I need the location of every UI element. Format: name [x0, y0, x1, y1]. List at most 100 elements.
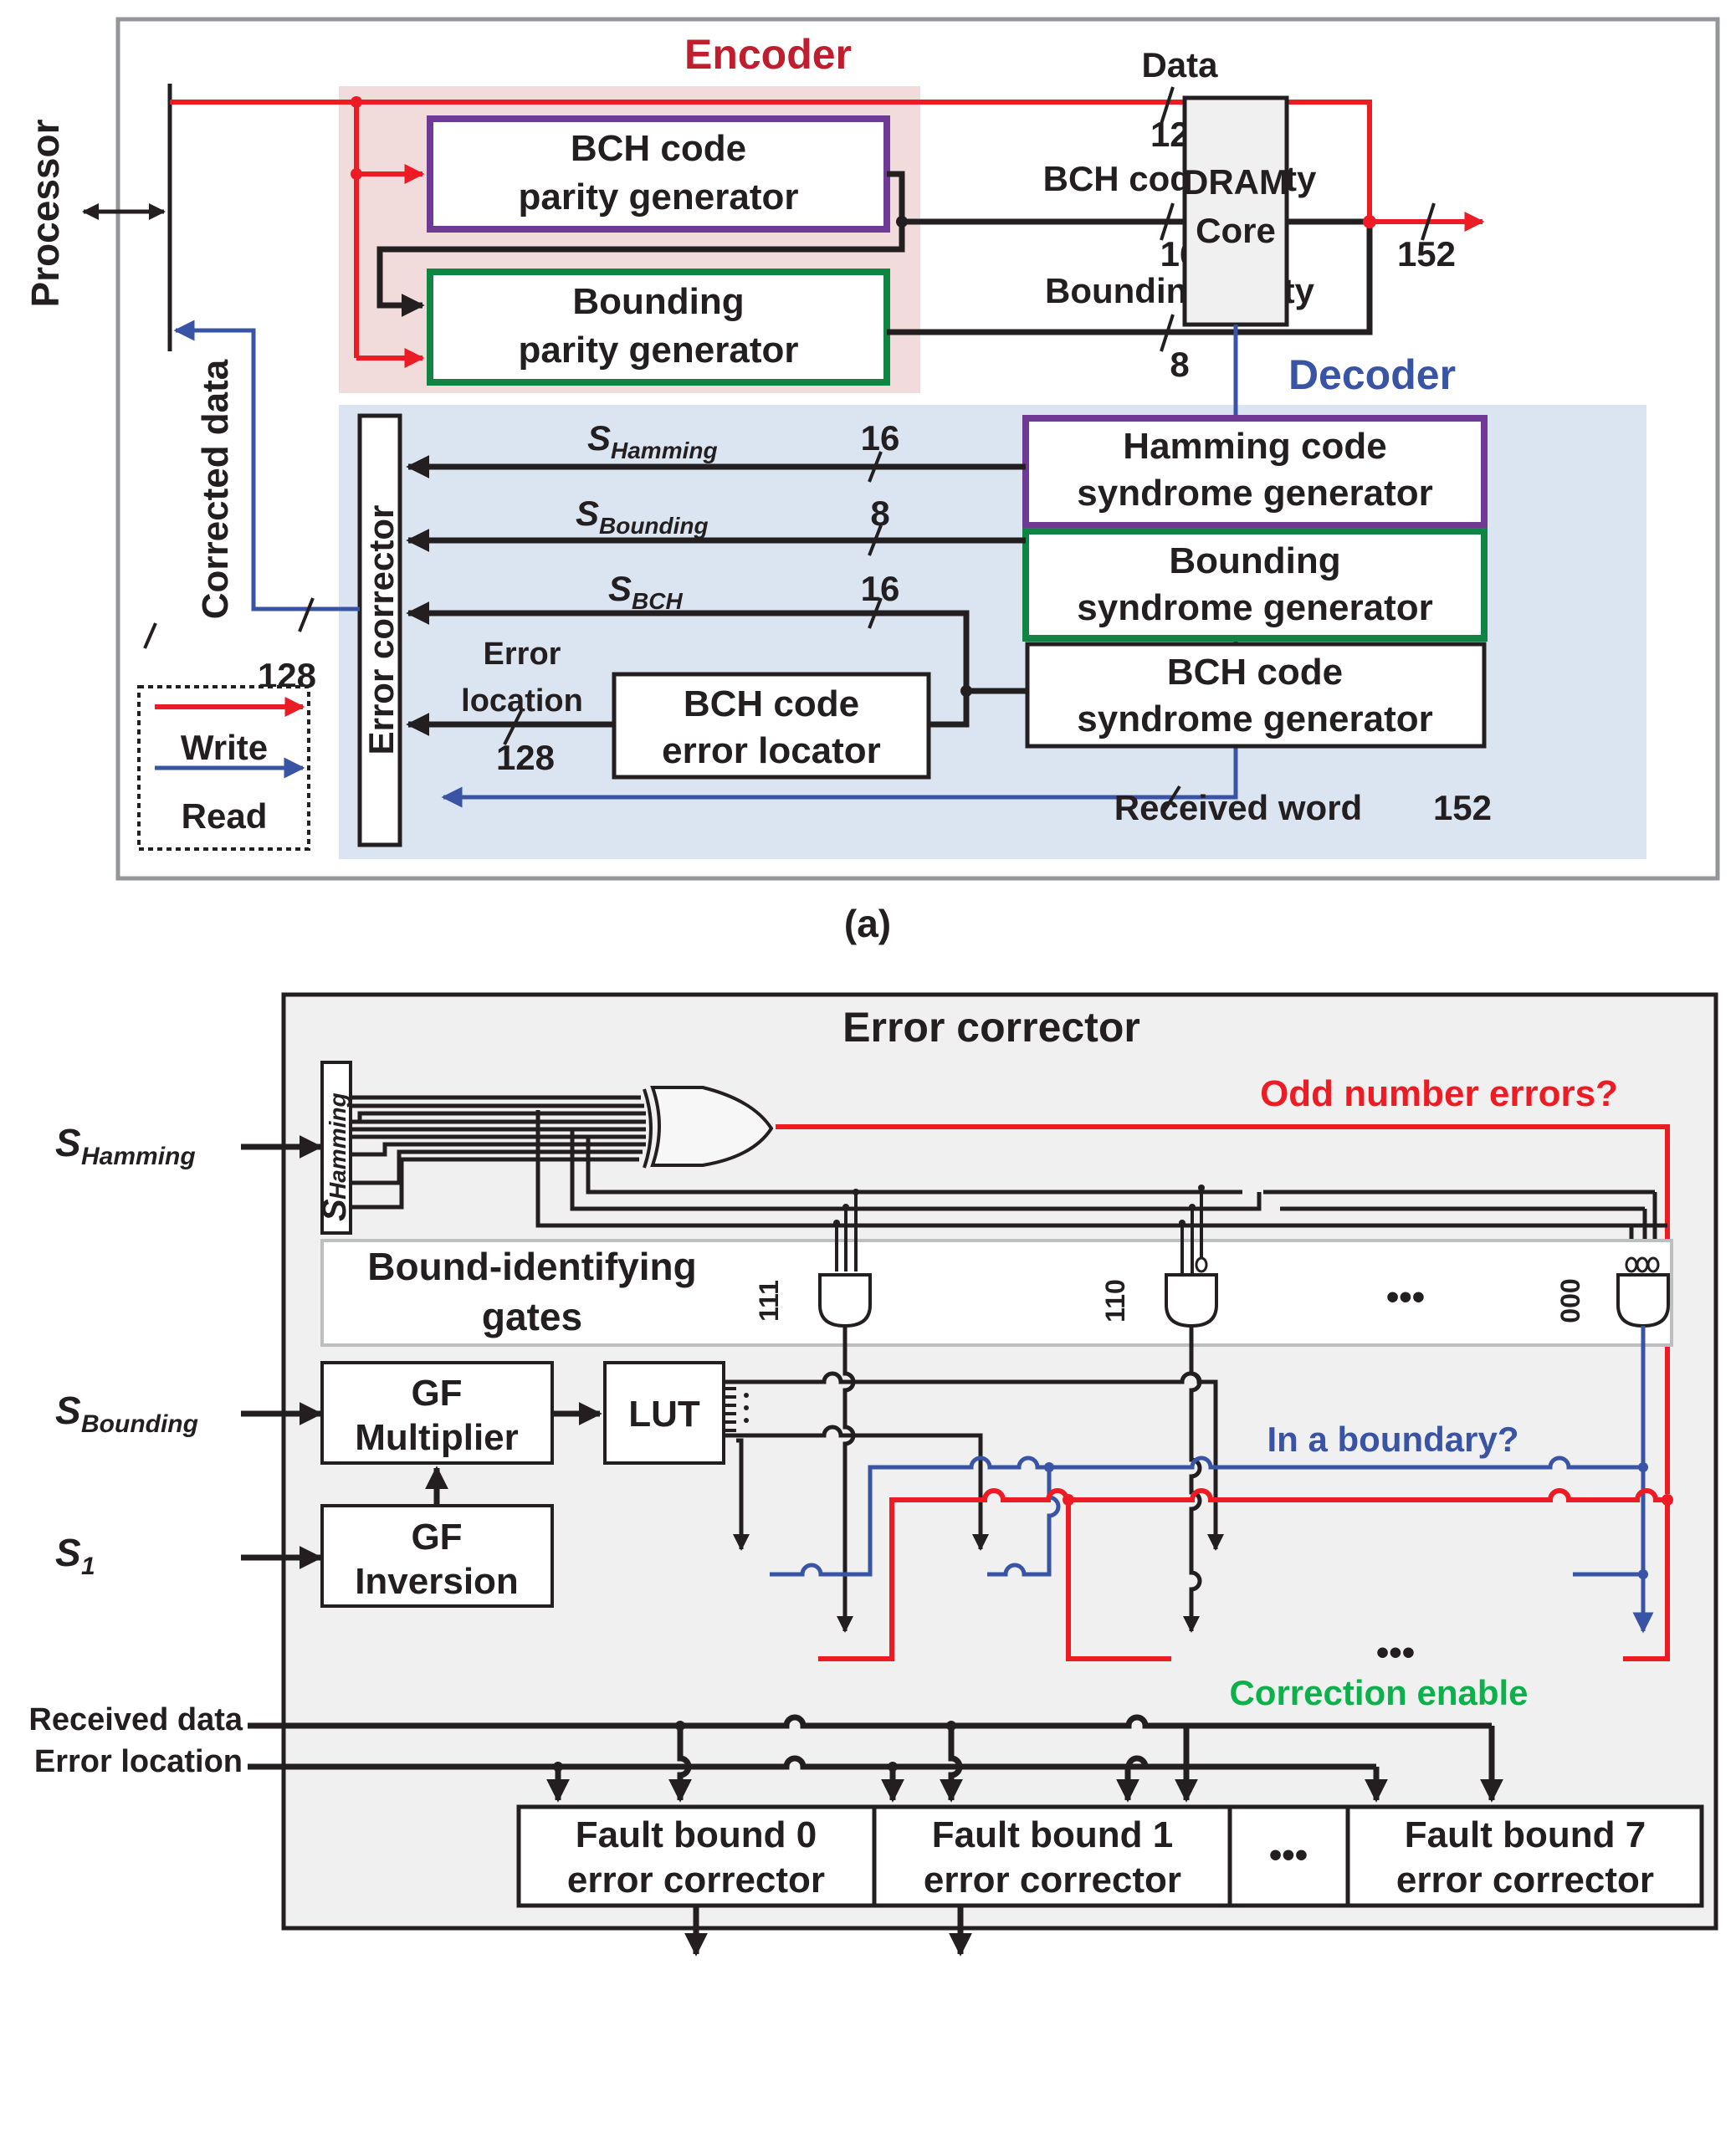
- dot: [744, 1418, 749, 1423]
- input-s1-main: S: [55, 1531, 81, 1574]
- encoder-title: Encoder: [684, 31, 852, 78]
- register-label-sub: Hamming: [325, 1092, 351, 1200]
- xor-input-wires: [351, 1095, 646, 1210]
- bus-width-tick: [868, 451, 883, 483]
- dram-core-line2: Core: [1196, 211, 1276, 250]
- bch-error-locator: [612, 672, 931, 780]
- gf-multiplier-line2: Multiplier: [355, 1417, 519, 1458]
- lut-to-mux-bound0: [733, 1438, 750, 1551]
- bounding-parity-generator-line2: parity generator: [519, 330, 799, 371]
- fault-bound-ellipsis: •••: [1269, 1834, 1308, 1875]
- error-corrector-label: Error corrector: [361, 505, 401, 755]
- dot: [744, 1393, 749, 1398]
- error-location-bus: [248, 1755, 1149, 1803]
- lut-output-pins: [724, 1387, 736, 1432]
- bus-width-tick: [298, 597, 315, 632]
- bus-width-tick: [1160, 202, 1175, 241]
- received-data-label: Received data: [28, 1702, 243, 1737]
- bound1-received-data: [940, 1726, 963, 1803]
- bch-syndrome-line2: syndrome generator: [1077, 698, 1432, 739]
- gate-label-000: 000: [1555, 1278, 1585, 1323]
- and-gate-110: [1165, 1184, 1218, 1328]
- decoder-title: Decoder: [1288, 351, 1456, 398]
- in-boundary-branch-1: [987, 1467, 1061, 1577]
- input-s-hamming-sub: Hamming: [81, 1143, 196, 1170]
- input-s-hamming: S Hamming: [55, 1121, 196, 1170]
- odd-errors-branch-7: [1623, 1500, 1670, 1661]
- hamming-syndrome-line2: syndrome generator: [1077, 473, 1432, 514]
- odd-errors-wire: [776, 1124, 1670, 1494]
- input-s-bounding-main: S: [55, 1389, 81, 1432]
- gate-label-111: 111: [754, 1280, 784, 1322]
- legend: Write Read: [137, 685, 310, 851]
- gf-multiplier-line1: GF: [411, 1373, 462, 1414]
- s-bch-wire: [406, 601, 970, 691]
- s-bch-label: S BCH: [608, 569, 683, 614]
- received-word-width: 152: [1433, 788, 1492, 827]
- lut-bus-bound1: [724, 1425, 989, 1551]
- bounding-syndrome-generator: [1022, 528, 1488, 642]
- s-bch-sub: BCH: [632, 588, 683, 614]
- bch-parity-generator-line2: parity generator: [519, 177, 799, 217]
- junction-dot: [1638, 1462, 1648, 1472]
- input-s-bounding-sub: Bounding: [81, 1410, 198, 1438]
- fault-bound-1-line2: error corrector: [924, 1860, 1181, 1901]
- bounding-parity-width: 8: [1170, 345, 1189, 384]
- bound0-received-data: [668, 1726, 692, 1803]
- error-location-label-line2: location: [461, 683, 583, 719]
- junction-dot: [1638, 1569, 1648, 1579]
- fault-bound-0-line2: error corrector: [567, 1860, 825, 1901]
- received-data-bus: [248, 1714, 1198, 1803]
- error-location-label: Error location: [34, 1744, 243, 1779]
- gate-label-110: 110: [1100, 1279, 1130, 1323]
- gate110-output: [1183, 1326, 1202, 1633]
- odd-errors-bus: [818, 1488, 1667, 1661]
- caption-a: (a): [844, 902, 891, 945]
- received-word-label: Received word: [1114, 788, 1362, 827]
- bounding-parity-generator: [427, 269, 890, 386]
- fault-bound-7-line2: error corrector: [1396, 1860, 1654, 1901]
- bound-identifying-region: [320, 1239, 1673, 1347]
- fault-bound-7-corrector: [1345, 1804, 1704, 1908]
- fault-bound-1-line1: Fault bound 1: [932, 1814, 1173, 1855]
- error-location-label-line1: Error: [484, 637, 561, 672]
- gf-inversion: [320, 1504, 554, 1608]
- bus-width-tick: [1421, 202, 1436, 241]
- legend-write-label: Write: [181, 728, 268, 767]
- s-bch-main: S: [608, 569, 632, 608]
- bounding-parity-bus: [887, 222, 1373, 335]
- in-boundary-bus: [770, 1456, 1643, 1577]
- bch-error-locator-line2: error locator: [662, 730, 881, 771]
- data-label: Data: [1141, 45, 1218, 84]
- panel-a: Encoder Decoder Processor BCH code parit…: [23, 17, 1720, 881]
- hamming-syndrome-generator: [1022, 415, 1488, 529]
- odd-errors-label: Odd number errors?: [1260, 1073, 1618, 1114]
- bus-width-tick: [1161, 785, 1181, 815]
- dram-core: [1182, 95, 1289, 327]
- bch-parity-feedback-wire: [376, 171, 905, 317]
- bch-syndrome-line1: BCH code: [1167, 652, 1343, 693]
- legend-read-label: Read: [182, 796, 268, 836]
- lut-label: LUT: [628, 1394, 700, 1435]
- s-hamming-register-label: S Hamming: [316, 1092, 353, 1221]
- s-bch-width: 16: [861, 569, 900, 608]
- s-hamming-sub: Hamming: [611, 437, 718, 463]
- s-hamming-label: S Hamming: [587, 418, 718, 463]
- error-corrector-block: [357, 413, 402, 847]
- bus-width-tick: [868, 597, 883, 629]
- bounding-syndrome-line1: Bounding: [1169, 540, 1340, 581]
- s-bounding-width: 8: [870, 494, 889, 533]
- to-error-locator-wire: [929, 691, 970, 728]
- s-bounding-sub: Bounding: [599, 513, 709, 539]
- s-bounding-main: S: [576, 494, 599, 533]
- correction-enable-label: Correction enable: [1229, 1673, 1528, 1712]
- write-data-line: [170, 100, 1372, 219]
- hamming-syndrome-line1: Hamming code: [1123, 426, 1386, 467]
- in-boundary-label: In a boundary?: [1267, 1420, 1518, 1459]
- gate111-output: [837, 1326, 856, 1633]
- gf-multiplier-box: [320, 1361, 554, 1465]
- bus-width-tick: [143, 622, 157, 649]
- s-hamming-register: [320, 1061, 352, 1235]
- panel-b-title: Error corrector: [842, 1004, 1140, 1051]
- corrected-data-label: Corrected data: [195, 359, 236, 619]
